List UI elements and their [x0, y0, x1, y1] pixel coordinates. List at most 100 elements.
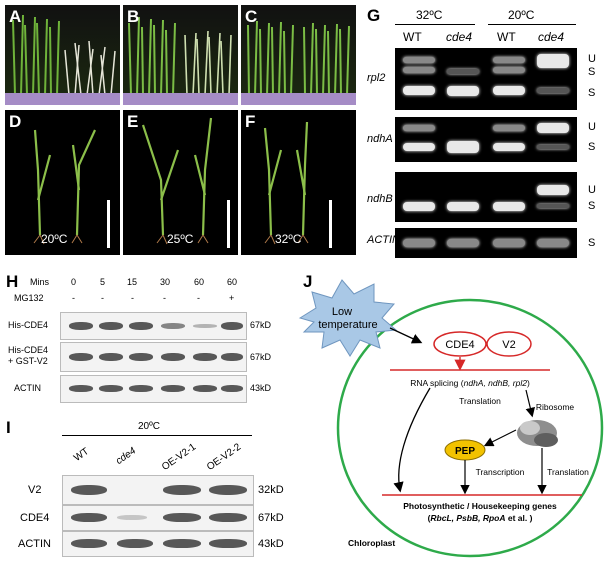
gel-band: [537, 239, 569, 247]
photo-panel-e: E 25ºC: [123, 110, 238, 255]
blot-band: [163, 485, 201, 495]
i-col-oe2: OE-V2-2: [205, 441, 244, 474]
blot-band: [99, 353, 123, 361]
h-row-label-1: His-CDE4: [8, 320, 49, 330]
blot-band: [71, 513, 107, 522]
gel-band: [493, 239, 525, 247]
g-rpl2-marker-s2: S: [588, 87, 596, 99]
blot-band: [163, 539, 201, 548]
h-size-1: 67kD: [250, 320, 272, 330]
i-temp: 20ºC: [138, 421, 160, 432]
g-temp-underline-32: [395, 24, 475, 25]
genes-pre: (: [428, 513, 431, 523]
blot-band: [129, 385, 153, 392]
blot-band: [69, 385, 93, 392]
cde4-pill: [433, 331, 487, 357]
burst-text-1: Low: [332, 306, 352, 318]
photo-panel-a: A: [5, 5, 120, 105]
photo-panel-b: B: [123, 5, 238, 105]
gel-band: [447, 202, 479, 211]
blot-band: [221, 385, 243, 392]
blot-band: [99, 385, 123, 392]
panel-label-h: H: [6, 272, 19, 291]
blot-band: [209, 485, 247, 495]
i-col-cde4: cde4: [114, 445, 139, 468]
h-min-60b: 60: [227, 277, 238, 287]
g-gel-ndha: [395, 117, 577, 162]
transcription-label: Transcription: [476, 467, 525, 477]
i-temp-underline: [62, 435, 252, 436]
gel-band: [493, 67, 525, 73]
blot-band: [71, 539, 107, 548]
gel-band: [493, 57, 525, 63]
panel-label-a: A: [9, 7, 22, 26]
ribosome-icon: [517, 420, 558, 447]
temp-label-e: 25ºC: [167, 232, 194, 246]
i-row-label-3: ACTIN: [18, 538, 51, 550]
i-blot-1: [62, 475, 254, 505]
blot-band: [209, 539, 247, 548]
g-temp-underline-20: [488, 24, 576, 25]
h-size-3: 43kD: [250, 383, 272, 393]
g-gene-ndha: ndhA: [367, 133, 393, 145]
g-col-cde4-1: cde4: [446, 30, 473, 44]
g-col-wt-1: WT: [403, 30, 422, 44]
gel-band: [403, 86, 435, 95]
splicing-to-ribosome-arrow: [525, 389, 535, 418]
gel-band: [447, 141, 479, 153]
photo-panel-c: C: [241, 5, 356, 105]
gel-band: [537, 204, 569, 208]
gel-band: [403, 67, 435, 73]
g-gel-actin: [395, 228, 577, 258]
gel-band: [447, 69, 479, 74]
gel-band: [403, 125, 435, 131]
splicing-to-genes-arrow: [393, 387, 431, 493]
seedling-e: [141, 117, 230, 248]
g-gene-actin: ACTIN: [367, 234, 400, 246]
gel-band: [537, 185, 569, 195]
panel-label-i: I: [6, 418, 11, 437]
g-rpl2-marker-u: U: [588, 53, 596, 65]
g-gene-rpl2: rpl2: [367, 72, 386, 84]
h-mg-3: -: [163, 293, 166, 303]
burst-text-2: temperature: [318, 319, 377, 331]
g-col-cde4-2: cde4: [538, 30, 565, 44]
h-min-5: 5: [100, 277, 106, 287]
g-actin-marker-s: S: [588, 237, 596, 249]
panel-label-j: J: [303, 272, 313, 291]
gel-band: [403, 57, 435, 63]
g-gene-ndhb: ndhB: [367, 193, 393, 205]
rice-seedlings-a: [5, 14, 120, 105]
h-mg-2: -: [131, 293, 134, 303]
rna-post: ): [527, 378, 530, 388]
blot-band: [69, 322, 93, 330]
panel-label-d: D: [9, 112, 22, 131]
ribosome-label: Ribosome: [536, 402, 575, 412]
gel-band: [493, 86, 525, 95]
g-gel-rpl2: [395, 48, 577, 110]
panel-label-f: F: [245, 112, 256, 131]
rna-genes: ndhA, ndhB, rpl2: [464, 378, 528, 388]
h-mg-1: -: [101, 293, 104, 303]
gel-band: [493, 143, 525, 151]
h-mg-0: -: [72, 293, 75, 303]
genes-line-1: Photosynthetic / Housekeeping genes: [403, 501, 557, 511]
g-ndha-marker-s: S: [588, 141, 596, 153]
h-blot-2: [60, 342, 247, 372]
i-blot-3: [62, 531, 254, 557]
h-mins-label: Mins: [30, 277, 50, 287]
gel-band: [403, 143, 435, 151]
blot-band: [71, 485, 107, 495]
g-ndhb-marker-u: U: [588, 184, 596, 196]
genes-post: et al. ): [506, 513, 533, 523]
blot-band: [99, 322, 123, 330]
temp-label-d: 20ºC: [41, 232, 68, 246]
blot-band: [161, 323, 185, 329]
g-ndha-marker-u: U: [588, 121, 596, 133]
photo-panel-d: D 20ºC: [5, 110, 120, 255]
blot-band: [161, 353, 185, 361]
blot-band: [117, 539, 153, 548]
chloroplast-membrane: [336, 298, 604, 558]
gel-band: [537, 123, 569, 133]
chloroplast-label: Chloroplast: [348, 538, 395, 548]
